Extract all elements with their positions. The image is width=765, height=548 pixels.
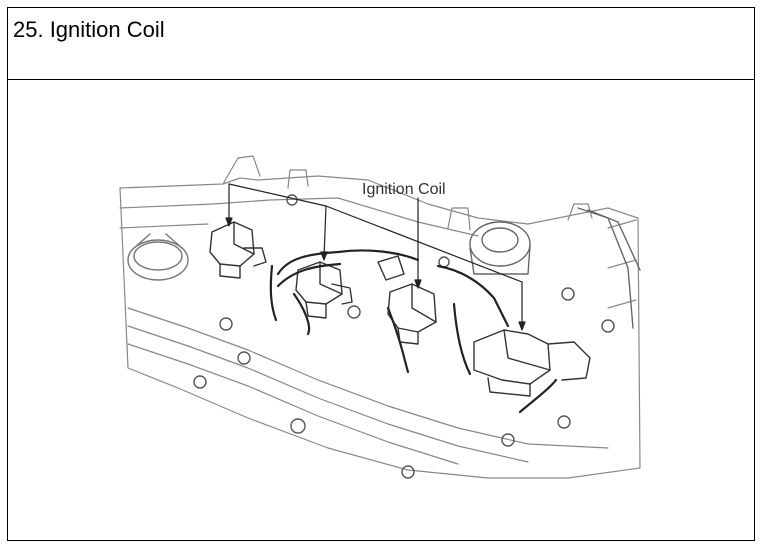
title-row: 25. Ignition Coil xyxy=(8,8,754,80)
ignition-coil-4 xyxy=(473,329,591,397)
ignition-coil-2 xyxy=(295,261,353,319)
page-frame: 25. Ignition Coil xyxy=(7,7,755,541)
section-title: 25. Ignition Coil xyxy=(13,17,165,42)
ignition-coil-diagram: Ignition Coil xyxy=(119,155,641,479)
ignition-coil-label: Ignition Coil xyxy=(362,181,446,198)
oil-filler-cap xyxy=(127,233,189,281)
ignition-coil-3 xyxy=(377,255,437,345)
callout-leaders xyxy=(225,183,526,331)
flange-bolts xyxy=(193,194,615,479)
wiring-harness xyxy=(269,249,558,414)
engine-head-cover xyxy=(119,155,641,479)
ignition-coil-1 xyxy=(209,221,267,279)
